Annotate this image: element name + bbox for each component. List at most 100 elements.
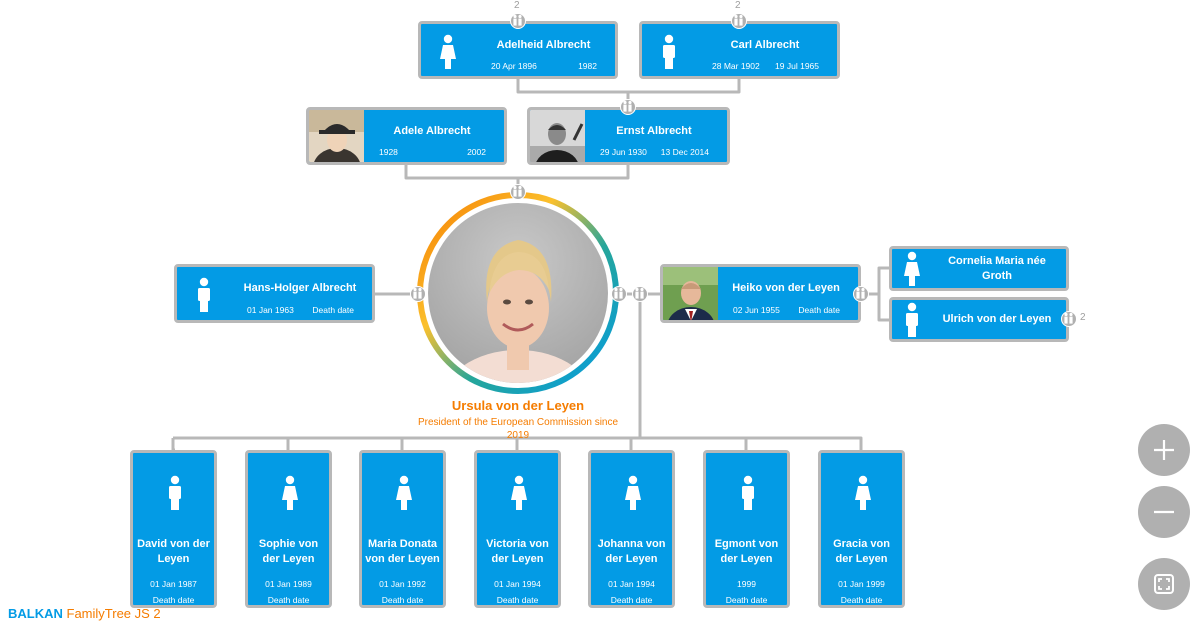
- person-node-heiko[interactable]: Heiko von der Leyen 02 Jun 1955 Death date: [660, 264, 861, 323]
- birth-date: 02 Jun 1955: [733, 305, 780, 315]
- birth-date: 01 Jan 1999: [838, 579, 885, 589]
- person-name: Heiko von der Leyen: [732, 281, 840, 294]
- person-name: Ernst Albrecht: [616, 124, 692, 137]
- main-person-ring: [417, 192, 619, 394]
- person-node-ernst[interactable]: Ernst Albrecht 29 Jun 1930 13 Dec 2014: [527, 107, 730, 165]
- death-date: 13 Dec 2014: [660, 147, 709, 157]
- connector-line: [861, 266, 889, 322]
- hidden-relatives-count[interactable]: 2: [735, 0, 741, 11]
- connector-line: [516, 79, 741, 94]
- female-person-icon: [624, 475, 642, 511]
- children-hub[interactable]: [632, 286, 648, 302]
- person-node-ulrich[interactable]: Ulrich von der Leyen: [889, 297, 1069, 342]
- parents-hub-carl[interactable]: [731, 13, 747, 29]
- person-node-hans[interactable]: Hans-Holger Albrecht 01 Jan 1963 Death dat…: [174, 264, 375, 323]
- death-date: Death date: [496, 595, 539, 605]
- person-name: Sophie von der Leyen: [258, 538, 319, 565]
- birth-date: 28 Mar 1902: [712, 61, 760, 71]
- person-name: Adele Albrecht: [393, 124, 471, 137]
- birth-date: 01 Jan 1994: [608, 579, 655, 589]
- death-date: 2002: [467, 147, 486, 157]
- female-person-icon: [903, 251, 921, 287]
- hidden-relatives-count[interactable]: 2: [1080, 312, 1086, 323]
- birth-date: 29 Jun 1930: [600, 147, 647, 157]
- brand-company: BALKAN: [8, 606, 63, 621]
- female-person-icon: [510, 475, 528, 511]
- person-name: Adelheid Albrecht: [496, 38, 591, 51]
- brand-product: FamilyTree JS 2: [66, 606, 161, 621]
- zoom-in-button[interactable]: [1138, 424, 1190, 476]
- person-name: David von der Leyen: [137, 538, 210, 565]
- hidden-relatives-count[interactable]: 2: [514, 0, 520, 11]
- plus-icon: [1154, 440, 1174, 460]
- person-node-carl[interactable]: Carl Albrecht 28 Mar 1902 19 Jul 1965: [639, 21, 840, 79]
- sibling-hub[interactable]: [410, 286, 426, 302]
- birth-date: 1999: [737, 579, 756, 589]
- person-name: Ulrich von der Leyen: [942, 313, 1052, 325]
- death-date: 1982: [578, 61, 597, 71]
- death-date: Death date: [798, 305, 840, 315]
- main-person-title: President of the European Commission sin…: [417, 417, 619, 441]
- birth-date: 01 Jan 1994: [494, 579, 541, 589]
- main-person-name: Ursula von der Leyen: [451, 398, 585, 413]
- birth-date: 01 Jan 1987: [150, 579, 197, 589]
- male-person-icon: [739, 475, 757, 511]
- couple-hub-grandparents[interactable]: [620, 99, 636, 115]
- person-photo: [309, 110, 364, 162]
- person-name: Maria Donata von der Leyen: [365, 538, 440, 565]
- person-node-cornelia[interactable]: Cornelia Maria née Groth: [889, 246, 1069, 291]
- person-photo: [530, 110, 585, 162]
- male-person-icon: [903, 302, 921, 338]
- parents-hub-ulrich[interactable]: [1061, 311, 1077, 327]
- fit-to-screen-button[interactable]: [1138, 558, 1190, 610]
- female-person-icon: [439, 34, 457, 70]
- person-name: Johanna von der Leyen: [597, 538, 666, 565]
- person-name: Cornelia Maria née Groth: [948, 254, 1046, 282]
- person-photo: [663, 267, 718, 320]
- birth-date: 1928: [379, 147, 398, 157]
- death-date: Death date: [610, 595, 653, 605]
- main-person-node[interactable]: [415, 190, 621, 396]
- parents-hub-heiko[interactable]: [853, 286, 869, 302]
- person-name: Hans-Holger Albrecht: [243, 281, 357, 294]
- person-name: Egmont von der Leyen: [714, 538, 779, 565]
- male-person-icon: [660, 34, 678, 70]
- female-person-icon: [395, 475, 413, 511]
- partner-hub[interactable]: [611, 286, 627, 302]
- female-person-icon: [281, 475, 299, 511]
- death-date: Death date: [152, 595, 195, 605]
- birth-date: 01 Jan 1992: [379, 579, 426, 589]
- person-name: Victoria von der Leyen: [486, 538, 549, 565]
- death-date: Death date: [381, 595, 424, 605]
- brand-footer[interactable]: BALKAN FamilyTree JS 2: [8, 606, 161, 621]
- death-date: Death date: [312, 305, 354, 315]
- couple-hub-parents[interactable]: [510, 184, 526, 200]
- parents-hub-adelheid[interactable]: [510, 13, 526, 29]
- male-person-icon: [195, 277, 213, 313]
- main-person-photo: [428, 203, 608, 383]
- birth-date: 20 Apr 1896: [491, 61, 537, 71]
- death-date: 19 Jul 1965: [775, 61, 819, 71]
- connector-line: [404, 165, 630, 180]
- male-person-icon: [166, 475, 184, 511]
- person-name: Gracia von der Leyen: [833, 538, 890, 565]
- birth-date: 01 Jan 1963: [247, 305, 294, 315]
- death-date: Death date: [840, 595, 883, 605]
- person-node-adelheid[interactable]: Adelheid Albrecht 20 Apr 1896 1982: [418, 21, 618, 79]
- person-node-adele[interactable]: Adele Albrecht 1928 2002: [306, 107, 507, 165]
- zoom-out-button[interactable]: [1138, 486, 1190, 538]
- fit-screen-icon: [1154, 574, 1174, 594]
- person-name: Carl Albrecht: [730, 38, 800, 51]
- death-date: Death date: [725, 595, 768, 605]
- minus-icon: [1154, 510, 1174, 514]
- female-person-icon: [854, 475, 872, 511]
